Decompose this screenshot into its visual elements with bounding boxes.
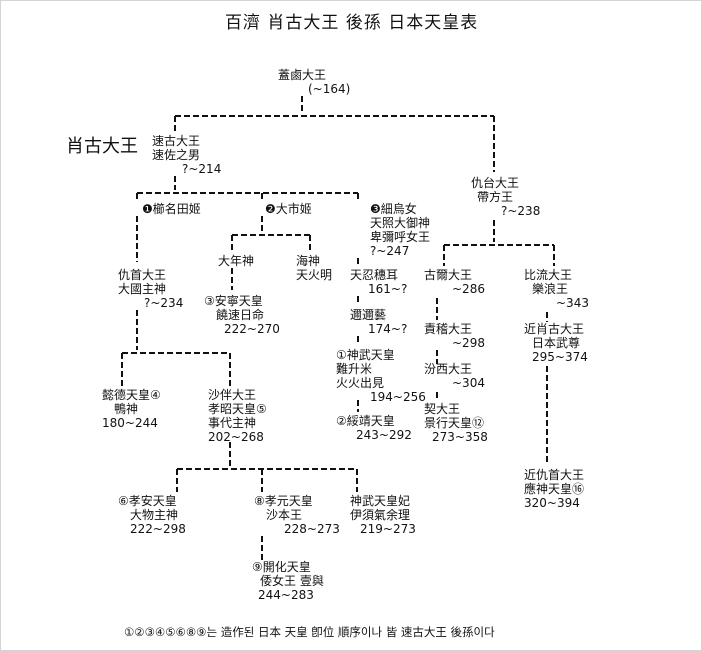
node-gusu: 仇首大王大國主神?~234 (118, 268, 184, 310)
chart-title: 百濟 肖古大王 後孫 日本天皇表 (225, 13, 479, 33)
node-daenyeon: 大年神 (218, 254, 255, 268)
node-wife2: ❷大市姬 (265, 202, 312, 216)
footnote: ①②③④⑤⑥⑧⑨는 造作된 日本 天皇 卽位 順序이나 皆 速古大王 後孫이다 (124, 625, 495, 639)
node-haesin: 海神天火明 (296, 254, 333, 282)
node-bunseo: 汾西大王~304 (424, 362, 485, 390)
node-gaero: 蓋鹵大王(~164) (278, 68, 351, 96)
sogo-label: 肖古大王 (66, 136, 138, 157)
node-wife1: ❶櫛名田姬 (142, 202, 201, 216)
node-gudae: 仇台大王帶方王?~238 (471, 176, 541, 218)
node-sokgo: 速古大王速佐之男?~214 (152, 134, 222, 176)
node-wife3: ❸細烏女天照大御神卑彌呼女王?~247 (370, 202, 431, 258)
node-gyegye: 責稽大王~298 (424, 322, 485, 350)
node-biryu: 比流大王樂浪王~343 (524, 268, 589, 310)
node-goi: 古爾大王~286 (424, 268, 485, 296)
